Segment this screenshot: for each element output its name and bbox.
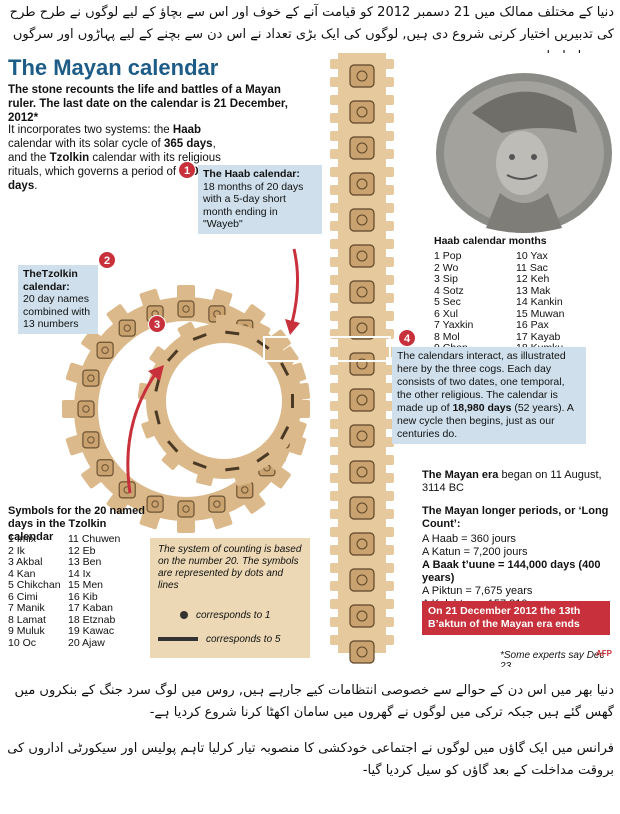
stone-carving-image (436, 73, 612, 233)
list-item: A Baak t’uune = 144,000 days (400 years) (422, 559, 601, 584)
haab-months-col1: 1 Pop 2 Wo 3 Sip 4 Sotz 5 Sec 6 Xul 7 Ya… (434, 250, 474, 355)
list-item: 4 Sotz (434, 284, 464, 297)
highlight-frame (263, 336, 391, 362)
list-item: 3 Akbal (8, 556, 43, 568)
infographic-title: The Mayan calendar (8, 55, 219, 80)
baktun-end-note: On 21 December 2012 the 13th B’aktun of … (422, 601, 610, 635)
infographic-subtitle: The stone recounts the life and battles … (8, 84, 288, 124)
badge-2: 2 (98, 251, 116, 269)
list-item: 13 Ben (68, 556, 102, 568)
list-item: 7 Yaxkin (434, 319, 474, 331)
badge-4: 4 (398, 329, 416, 347)
list-item: 8 Mol (434, 330, 460, 343)
line-legend: corresponds to 5 (158, 630, 302, 648)
list-item: 12 Eb (68, 544, 96, 557)
day-names-col2: 11 Chuwen 12 Eb 13 Ben 14 Ix 15 Men 16 K… (68, 533, 121, 649)
mayan-calendar-infographic: The Mayan calendar The stone recounts th… (2, 53, 618, 667)
mayan-era-text: The Mayan era began on 11 August, 3114 B… (422, 469, 602, 494)
dot-symbol-icon (180, 611, 188, 619)
day-names-col1: 1 Imix 2 Ik 3 Akbal 4 Kan 5 Chikchan 6 C… (8, 533, 61, 649)
list-item: 16 Pax (516, 319, 549, 331)
list-item: 10 Yax (516, 250, 548, 262)
haab-months-title: Haab calendar months (434, 235, 547, 247)
urdu-paragraph-bottom: فرانس میں ایک گاؤں میں لوگوں نے اجتماعی … (7, 741, 614, 778)
long-count-title: The Mayan longer periods, or ‘Long Count… (422, 505, 609, 530)
list-item: 9 Muluk (8, 625, 45, 637)
list-item: 4 Kan (8, 567, 36, 580)
list-item: 2 Wo (434, 261, 459, 274)
line-symbol-icon (158, 637, 198, 641)
counting-system-box: The system of counting is based on the n… (150, 538, 310, 658)
list-item: 1 Imix (8, 533, 37, 545)
list-item: 2 Ik (8, 544, 25, 557)
list-item: 15 Men (68, 579, 104, 591)
list-item: 1 Pop (434, 250, 462, 262)
list-item: 13 Mak (516, 284, 551, 297)
list-item: 7 Manik (8, 602, 45, 614)
list-item: A Haab = 360 jours (422, 533, 516, 545)
callout-tzolkin: TheTzolkin calendar: 20 day names combin… (18, 265, 98, 334)
list-item: 11 Sac (516, 261, 548, 274)
long-count-list: A Haab = 360 jours A Katun = 7,200 jours… (422, 533, 618, 611)
urdu-paragraph-middle: دنیا بھر میں اس دن کے حوالے سے خصوصی انت… (14, 683, 615, 720)
arrow-haab-down-head (285, 319, 300, 335)
infographic-artwork (62, 53, 612, 664)
list-item: A Piktun = 7,675 years (422, 585, 533, 597)
intro-text: It incorporates two systems: the Haab ca… (8, 124, 221, 192)
list-item: A Katun = 7,200 jours (422, 546, 528, 558)
list-item: 10 Oc (8, 636, 37, 649)
badge-3: 3 (148, 315, 166, 333)
symbols-title: Symbols for the 20 named days in the Tzo… (8, 505, 145, 543)
list-item: 12 Keh (516, 273, 550, 285)
glyph-strip (330, 53, 394, 664)
haab-months-col2: 10 Yax 11 Sac 12 Keh 13 Mak 14 Kankin 15… (516, 250, 565, 355)
list-item: 20 Ajaw (68, 636, 105, 649)
list-item: 5 Chikchan (8, 579, 61, 591)
list-item: 17 Kaban (68, 602, 113, 614)
arrow-cog-rotation (126, 372, 158, 494)
list-item: 14 Ix (68, 567, 91, 580)
footnote: *Some experts say Dec 23 (500, 650, 605, 667)
list-item: 17 Kayab (516, 330, 561, 343)
list-item: 5 Sec (434, 296, 461, 308)
list-item: 8 Lamat (8, 613, 46, 626)
callout-haab: The Haab calendar: 18 months of 20 days … (198, 165, 322, 234)
list-item: 11 Chuwen (68, 533, 121, 545)
badge-1: 1 (178, 161, 196, 179)
list-item: 3 Sip (434, 273, 458, 285)
callout-interaction: The calendars interact, as illustrated h… (392, 347, 586, 444)
list-item: 6 Cimi (8, 590, 38, 603)
list-item: 18 Etznab (68, 613, 116, 626)
dot-legend: corresponds to 1 (158, 606, 302, 624)
list-item: 6 Xul (434, 307, 458, 320)
list-item: 19 Kawac (68, 625, 115, 637)
afp-credit: AFP (596, 649, 612, 658)
list-item: 15 Muwan (516, 307, 565, 320)
counting-text: The system of counting is based on the n… (158, 544, 302, 591)
arrow-cog-rotation-head (148, 365, 164, 381)
list-item: 16 Kib (68, 590, 98, 603)
arrow-haab-down (290, 248, 300, 324)
list-item: 14 Kankin (516, 296, 563, 308)
